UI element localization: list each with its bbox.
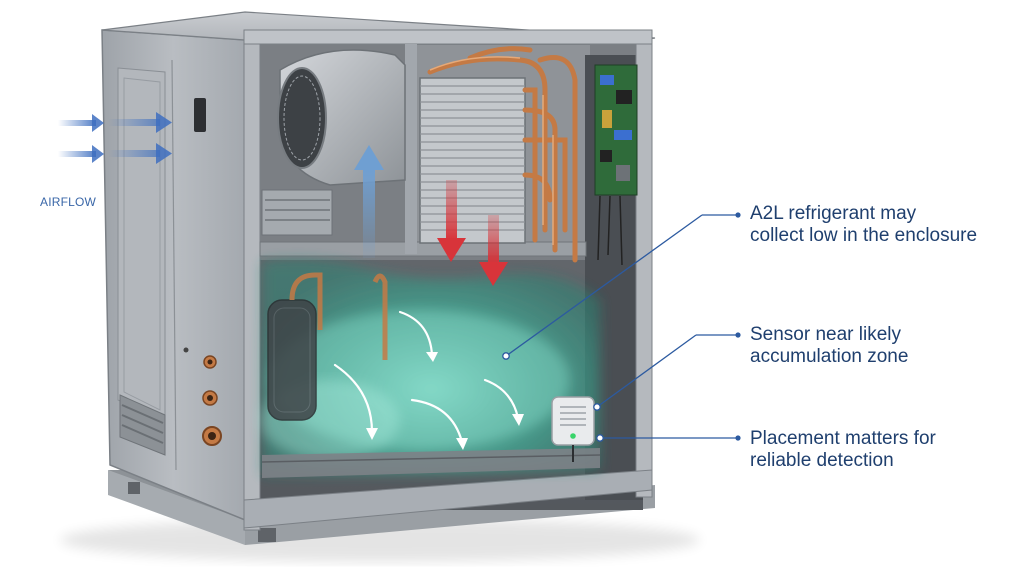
cool-air-down-arrow-2 [479, 215, 508, 286]
callout-leader-3 [596, 434, 741, 442]
drain-pan [261, 448, 601, 478]
flow-arrow-heads [366, 352, 524, 450]
inflow-arrow-bottom [58, 143, 172, 164]
control-board [594, 64, 638, 266]
callout-2-line-2: accumulation zone [750, 346, 909, 367]
callout-3-line-2: reliable detection [750, 450, 894, 471]
flow-arrows [333, 310, 520, 444]
copper-highlights [429, 56, 554, 245]
callout-1-line-1: A2L refrigerant may [750, 203, 917, 224]
cabinet-frame [243, 29, 653, 531]
callout-1-line-2: collect low in the enclosure [750, 225, 978, 246]
evaporator-coil [419, 77, 526, 244]
callout-leader-2 [593, 332, 741, 411]
left-side-panel [101, 29, 246, 522]
callout-placement-matters: Placement matters for reliable detection [750, 428, 936, 472]
copper-piping [427, 46, 578, 263]
callout-leader-1 [502, 212, 741, 360]
callout-sensor-location: Sensor near likely accumulation zone [750, 324, 908, 368]
compressor [267, 272, 388, 421]
warm-air-up-arrow [354, 145, 384, 258]
copper-fittings [183, 347, 222, 446]
airflow-label: AIRFLOW [40, 195, 97, 209]
blower-fan [261, 49, 406, 236]
callout-refrigerant-collects: A2L refrigerant may collect low in the e… [750, 203, 977, 247]
inflow-arrow-top [58, 112, 172, 133]
callout-2-line-1: Sensor near likely [750, 324, 902, 345]
callout-3-line-1: Placement matters for [750, 428, 936, 449]
cool-air-down-arrow-1 [437, 180, 466, 262]
refrigerant-sensor [551, 396, 595, 462]
